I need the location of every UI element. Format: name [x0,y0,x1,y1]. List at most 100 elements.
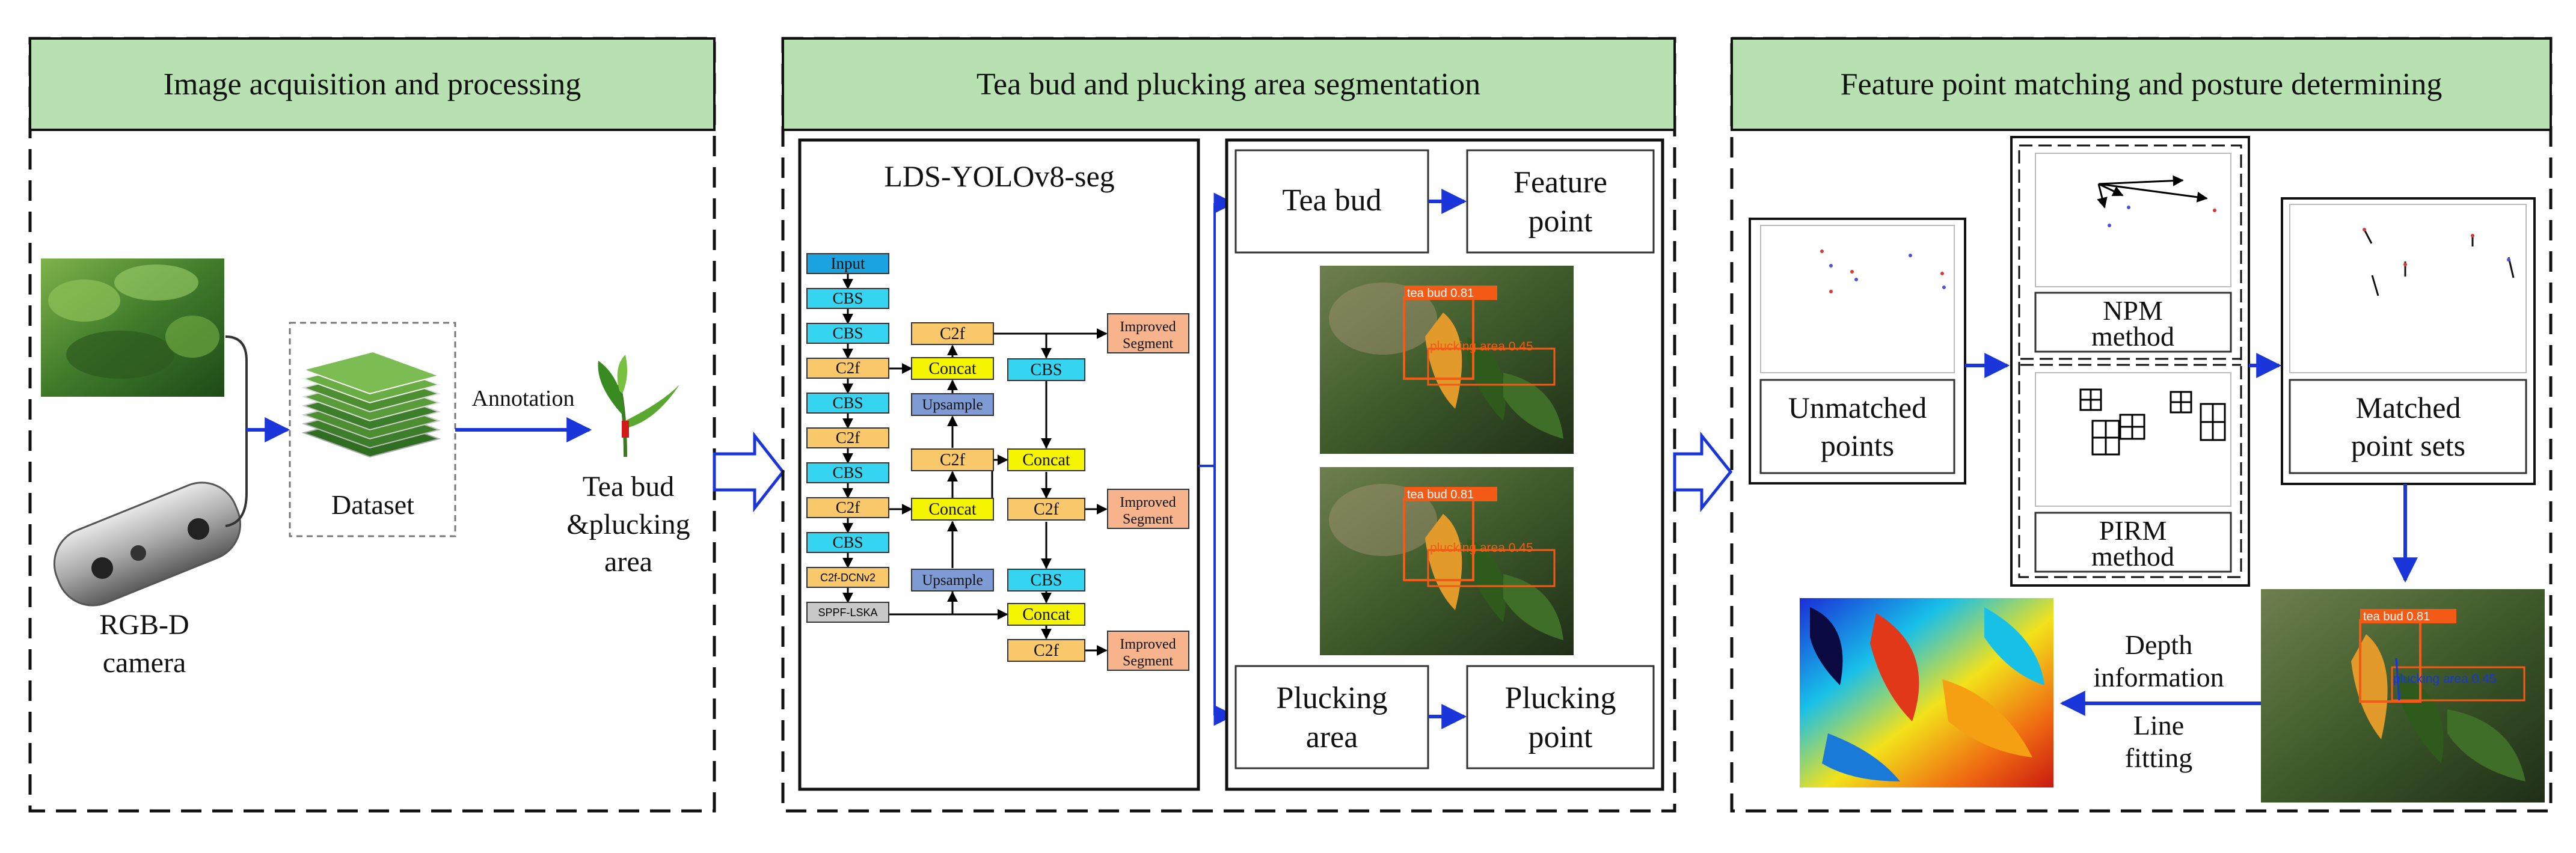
block-cbs-1 [806,288,889,309]
tea-field-photo [41,258,224,397]
posture-label-area: plucking area 0.45 [2393,672,2497,686]
feature-point-line2: point [1529,204,1593,239]
block-improved-1-line1: Improved [1120,319,1176,335]
block-c2f-1-label: C2f [836,359,860,377]
plucking-point-box [1466,665,1655,769]
block-input [806,253,889,274]
block-improved-3-line2: Segment [1123,653,1173,669]
depth-line2: information [2093,662,2224,692]
block-concat-n2 [911,498,994,521]
npm-point-2 [2127,206,2130,209]
block-improved-2-line2: Segment [1123,512,1173,527]
result-label-line3: area [604,546,652,578]
panel-matching-header [1731,37,2552,131]
block-upsample-2-label: Upsample [922,572,983,589]
block-c2f-n2-label: C2f [940,451,966,469]
dataset-label: Dataset [331,489,414,520]
block-cbs-n2-label: CBS [1031,571,1063,590]
panel-acquisition: Image acquisition and processing RGB-D c… [28,37,716,813]
npm-line1: NPM [2103,295,2163,326]
det1-bbox-area [1427,347,1556,386]
matched-lines [2363,228,2515,296]
block-c2f-n2 [911,448,994,471]
block-cbs-n2 [1007,569,1085,592]
input-brace [225,335,248,527]
depth-line1: Depth [2125,629,2192,660]
depth-map-image [1800,598,2053,787]
block-c2f-3 [806,497,889,518]
camera-label-line2: camera [103,647,186,679]
result-label-line1: Tea bud [583,471,675,503]
block-cbs-5-label: CBS [832,533,863,551]
block-concat-n3-label: Concat [1022,451,1070,469]
tea-bud-box [1234,149,1429,254]
plucking-area-box [1234,665,1429,769]
block-improved-1 [1107,313,1189,353]
block-improved-3-line1: Improved [1120,637,1176,652]
block-improved-2 [1107,489,1189,529]
block-cbs-4 [806,462,889,483]
block-upsample-1-label: Upsample [922,397,983,413]
posture-line [2395,658,2400,701]
matched-plot [2289,204,2527,373]
panel-matching-title: Feature point matching and posture deter… [1841,67,2443,102]
plucking-point-line2: point [1529,720,1593,754]
block-c2f-dcn-label: C2f-DCNv2 [820,572,876,584]
panel-segmentation-title: Tea bud and plucking area segmentation [977,67,1480,102]
block-improved-3 [1107,631,1189,671]
posture-label-bud: tea bud 0.81 [2363,610,2430,623]
block-sppf [806,602,889,623]
feature-point-line1: Feature [1513,165,1607,200]
dataset-box [289,322,456,537]
pirm-line2: method [2091,541,2174,572]
block-cbs-4-label: CBS [832,463,863,482]
block-c2f-2 [806,427,889,448]
block-cbs-5 [806,532,889,553]
matched-line2: point sets [2351,429,2465,462]
block-input-label: Input [831,254,865,272]
block-c2f-2-label: C2f [836,429,860,447]
matched-line1: Matched [2356,391,2461,424]
block-upsample-2 [911,569,994,592]
npm-point-1 [2108,224,2111,227]
line-fitting-line1: Line [2133,710,2184,741]
result-label-line2: &plucking [566,509,690,540]
unmatched-label-box [1759,379,1955,474]
panel-segmentation: Tea bud and plucking area segmentation L… [781,37,1676,813]
stage-arrow-1 [713,431,785,513]
det2-label-area: plucking area 0.45 [1430,541,1533,555]
line-fitting-line2: fitting [2125,742,2192,773]
feature-point-box [1466,149,1655,254]
block-concat-n2-label: Concat [928,500,977,519]
tea-bud-icon [598,355,679,457]
npm-arrows [2097,175,2208,209]
det2-bbox-area [1427,549,1556,587]
posture-bbox-area [2391,666,2525,702]
block-concat-n1 [911,357,994,380]
block-c2f-n1 [911,322,994,345]
network-graph: Input CBS CBS C2f CBS C2f CBS C2f CBS C2… [806,253,1189,671]
panel-segmentation-header [782,37,1676,131]
block-cbs-1-label: CBS [832,289,863,307]
npm-label-box [2034,292,2232,353]
block-improved-1-line2: Segment [1123,336,1173,352]
det2-label-bud: tea bud 0.81 [1407,488,1474,501]
camera-label-line1: RGB-D [99,609,189,641]
block-c2f-n1-label: C2f [940,325,966,343]
det1-label-bud: tea bud 0.81 [1407,287,1474,300]
block-cbs-3 [806,393,889,414]
block-sppf-label: SPPF-LSKA [818,607,877,619]
unmatched-plot [1760,225,1955,373]
pirm-line1: PIRM [2099,515,2167,546]
posture-photo: tea bud 0.81 plucking area 0.45 [2261,589,2545,803]
network-title: LDS-YOLOv8-seg [884,159,1114,193]
block-concat-n4-label: Concat [1022,605,1070,624]
rgbd-camera-image [53,482,242,607]
block-cbs-n1-label: CBS [1031,361,1063,379]
pirm-label-box [2034,512,2232,573]
block-cbs-n1 [1007,358,1085,381]
block-cbs-3-label: CBS [832,394,863,412]
block-c2f-n3 [1007,498,1085,521]
panel-acquisition-title: Image acquisition and processing [164,67,581,102]
